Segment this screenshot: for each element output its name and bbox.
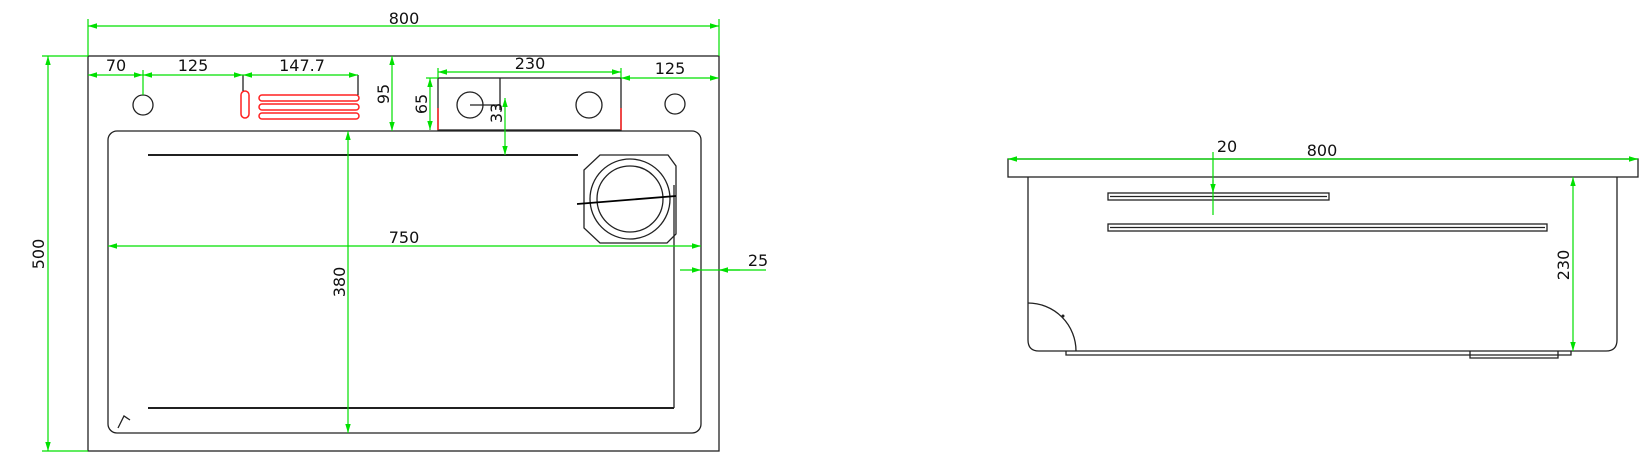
side-bottom-plate — [1065, 351, 1572, 356]
dim-side-groove-offset: 20 — [1217, 137, 1237, 156]
drain-outer-ring — [589, 158, 671, 240]
dim-top-margin-right: 125 — [655, 59, 686, 78]
dim-top-module-width: 230 — [515, 54, 546, 73]
drain-inner-ring — [596, 165, 664, 233]
side-groove-lower — [1107, 223, 1548, 232]
side-flange — [1007, 158, 1639, 178]
dim-side-overall-width: 800 — [1307, 141, 1338, 160]
dim-top-margin-left: 70 — [106, 56, 126, 75]
dim-top-back-edge-to-bowl: 95 — [374, 84, 393, 104]
dim-top-slot-length: 147.7 — [279, 56, 325, 75]
top-view: 800 500 70 125 147.7 95 230 125 65 33 — [29, 9, 768, 452]
control-knob-right — [575, 91, 603, 119]
side-body-outline — [1027, 177, 1618, 352]
side-groove-upper — [1107, 192, 1330, 201]
drain-overflow-line — [576, 195, 677, 205]
dim-top-module-inset: 33 — [487, 103, 506, 123]
dim-top-side-margin: 25 — [748, 251, 768, 270]
side-drain-stub — [1469, 351, 1559, 359]
bowl-outline — [107, 130, 702, 434]
dim-top-overall-width: 800 — [389, 9, 420, 28]
side-view: 800 20 230 — [1007, 137, 1639, 359]
waterfall-slot — [240, 75, 360, 120]
dim-top-module-depth: 65 — [412, 94, 431, 114]
faucet-hole-right — [664, 93, 686, 115]
dim-top-bowl-depth: 380 — [330, 267, 349, 298]
corner-tap-mark — [117, 415, 131, 429]
control-module — [437, 77, 622, 131]
dim-top-bowl-width: 750 — [389, 228, 420, 247]
faucet-hole-left — [132, 94, 154, 116]
sink-deck-outline — [87, 55, 720, 452]
side-corner-dot — [1061, 314, 1065, 318]
drain-housing — [583, 154, 677, 244]
dim-top-hole-spacing: 125 — [178, 56, 209, 75]
dim-side-bowl-height: 230 — [1554, 250, 1573, 281]
side-corner-arc — [1027, 302, 1077, 352]
dim-top-overall-depth: 500 — [29, 239, 48, 270]
